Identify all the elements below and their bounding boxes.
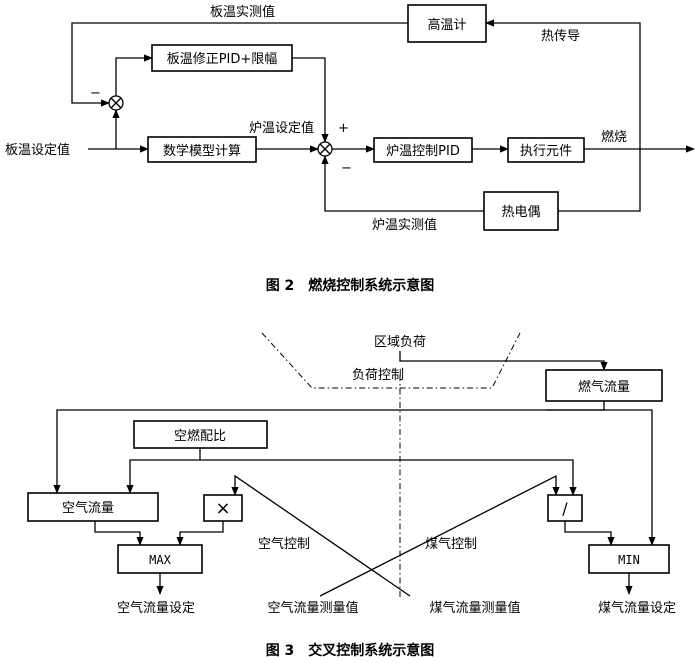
svg-text:执行元件: 执行元件 — [520, 144, 572, 159]
svg-text:空燃配比: 空燃配比 — [174, 428, 226, 444]
plus-sign: + — [338, 121, 349, 136]
svg-text:燃气流量: 燃气流量 — [578, 379, 630, 395]
summing-junction-2 — [317, 141, 333, 157]
combustion-label: 燃烧 — [601, 129, 627, 145]
gas-flow-block: 燃气流量 — [545, 369, 663, 402]
furnace-pid-block: 炉温控制PID — [373, 137, 473, 163]
summing-junction-1 — [108, 95, 124, 111]
svg-text:热电偶: 热电偶 — [501, 205, 540, 220]
figure3-connections — [53, 351, 656, 597]
heat-conduction-label: 热传导 — [541, 29, 580, 44]
svg-text:空气流量: 空气流量 — [62, 500, 114, 516]
svg-text:板温修正PID+限幅: 板温修正PID+限幅 — [167, 52, 278, 67]
svg-text:/: / — [562, 499, 568, 518]
figure3: 燃气流量 空燃配比 空气流量 × / MAX MIN — [27, 332, 676, 659]
gas-control-label: 煤气控制 — [425, 536, 477, 552]
svg-text:炉温控制PID: 炉温控制PID — [386, 144, 460, 159]
figure2: 高温计 板温修正PID+限幅 数学模型计算 炉温控制PID 执行元件 热电偶 — [5, 4, 695, 294]
air-flow-setpoint-label: 空气流量设定 — [117, 600, 195, 616]
math-model-block: 数学模型计算 — [147, 136, 257, 163]
high-temp-meter-block: 高温计 — [407, 4, 487, 43]
multiply-block: × — [203, 494, 243, 522]
min-block: MIN — [588, 544, 670, 574]
plate-temp-measured-label: 板温实测值 — [210, 4, 275, 20]
figure3-caption: 图 3 交叉控制系统示意图 — [266, 642, 435, 659]
minus-sign-1: − — [90, 86, 101, 101]
air-fuel-ratio-block: 空燃配比 — [133, 420, 268, 449]
zone-load-label: 区域负荷 — [374, 335, 426, 350]
actuator-block: 执行元件 — [507, 137, 585, 163]
minus-sign-2: − — [341, 161, 352, 176]
max-block: MAX — [117, 544, 203, 574]
thermocouple-block: 热电偶 — [483, 191, 559, 231]
air-control-label: 空气控制 — [258, 536, 310, 552]
figure2-caption: 图 2 燃烧控制系统示意图 — [266, 277, 435, 294]
svg-text:×: × — [215, 498, 230, 519]
divide-block: / — [547, 494, 583, 522]
gas-flow-measured-label: 煤气流量测量值 — [429, 600, 520, 616]
air-flow-measured-label: 空气流量测量值 — [267, 600, 358, 616]
figure2-connections — [71, 19, 695, 212]
gas-flow-setpoint-label: 煤气流量设定 — [598, 600, 676, 616]
plate-temp-setpoint-label: 板温设定值 — [5, 142, 70, 158]
svg-text:MAX: MAX — [149, 553, 171, 567]
pid-limit-block: 板温修正PID+限幅 — [151, 44, 293, 72]
load-control-label: 负荷控制 — [352, 368, 404, 383]
furnace-temp-setpoint-label: 炉温设定值 — [249, 120, 314, 136]
svg-text:数学模型计算: 数学模型计算 — [163, 143, 241, 159]
svg-text:高温计: 高温计 — [427, 17, 466, 33]
air-flow-block: 空气流量 — [27, 492, 159, 522]
furnace-temp-measured-label: 炉温实测值 — [372, 217, 437, 233]
svg-text:MIN: MIN — [618, 553, 640, 567]
